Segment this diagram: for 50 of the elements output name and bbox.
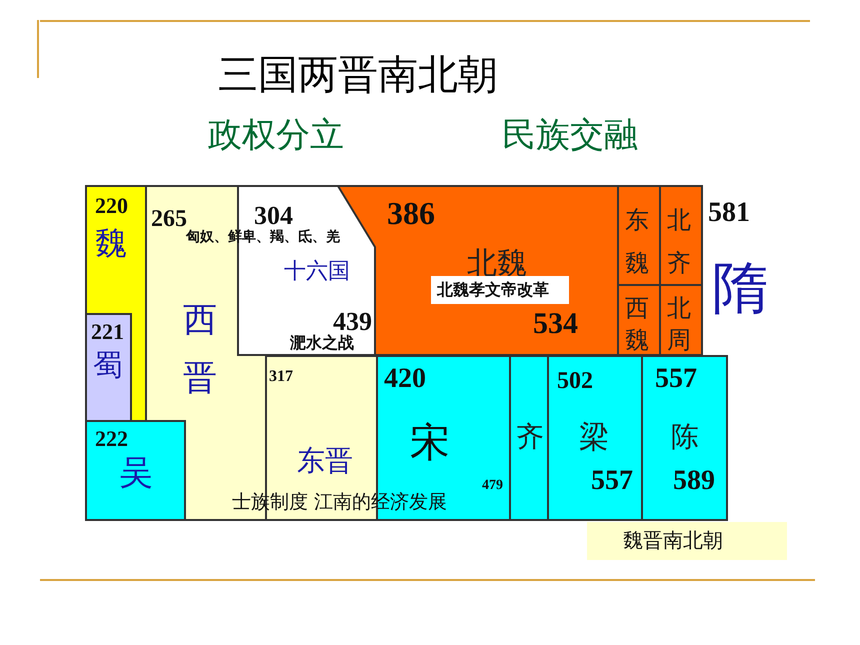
title: 三国两晋南北朝 [218, 55, 498, 95]
dynasty-name: 魏 [95, 227, 127, 259]
year-label: 265 [151, 207, 187, 231]
year-label: 220 [95, 195, 128, 217]
dynasty-name: 东魏 [625, 205, 649, 280]
year-label: 386 [387, 197, 435, 229]
label-box [431, 276, 569, 304]
dynasty-name: 梁 [579, 423, 609, 453]
dynasty-block [641, 355, 728, 521]
dynasty-block [617, 284, 661, 356]
dynasty-name: 北齐 [667, 205, 691, 280]
year-label: 222 [95, 428, 128, 450]
dynasty-block [587, 522, 787, 560]
dynasty-name: 北魏 [467, 249, 527, 279]
dynasty-block [509, 355, 549, 521]
dynasty-name: 宋 [410, 423, 450, 463]
subtitle: 政权分立 [208, 118, 344, 152]
year-label: 420 [384, 365, 426, 393]
dynasty-name: 齐 [516, 423, 544, 451]
dynasty-block [85, 420, 186, 521]
dynasty-block [659, 284, 703, 356]
dynasty-name: 北周 [667, 293, 691, 356]
dynasty-name: 魏晋南北朝 [623, 530, 723, 550]
event-label: 北魏孝文帝改革 [437, 282, 549, 298]
label-box [85, 313, 132, 422]
dynasty-block [617, 185, 661, 286]
dynasty-name: 吴 [119, 456, 153, 490]
year-label: 581 [708, 199, 750, 227]
event-label: 蜀 [93, 351, 123, 381]
dynasty-name: 西晋 [183, 299, 217, 400]
year-label: 304 [254, 203, 293, 229]
dynasty-block [659, 185, 703, 286]
year-label: 317 [269, 369, 293, 385]
year-label: 439 [333, 309, 372, 335]
year-label: 557 [655, 365, 697, 393]
note-text: 淝水之战 [290, 335, 354, 351]
dynasty-name: 东晋 [297, 447, 353, 475]
year-label: 479 [482, 479, 503, 493]
year-label: 557 [591, 467, 633, 495]
year-label: 221 [91, 321, 124, 343]
dynasty-name: 西魏 [625, 293, 649, 356]
subtitle: 民族交融 [502, 118, 638, 152]
dynasty-name: 隋 [712, 261, 768, 317]
year-label: 589 [673, 467, 715, 495]
dynasty-name: 陈 [671, 423, 699, 451]
year-label: 534 [533, 309, 578, 339]
dynasty-block [547, 355, 643, 521]
dynasty-name: 十六国 [284, 261, 350, 283]
dynasty-block [85, 185, 147, 422]
year-label: 502 [557, 369, 593, 393]
